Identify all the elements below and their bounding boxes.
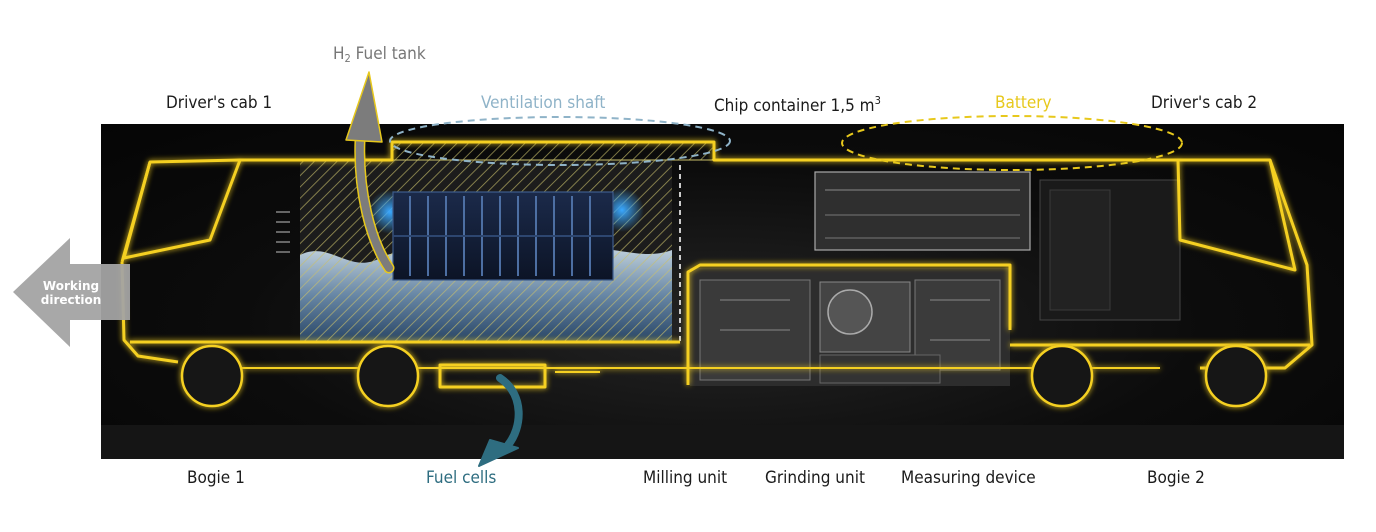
floor-reflection [101, 425, 1344, 459]
ventilation-shaft-outline [389, 116, 731, 166]
ventilation-shaft-label: Ventilation shaft [481, 93, 606, 113]
working-direction-line-1: Working [42, 279, 100, 293]
bogie-2-label: Bogie 2 [1147, 468, 1205, 488]
drivers-cab-2-label: Driver's cab 2 [1151, 93, 1258, 113]
bogie-1-wheels [180, 344, 420, 408]
working-direction-line-2: direction [40, 293, 102, 307]
fuel-cells-label: Fuel cells [426, 468, 497, 488]
working-direction-arrow [13, 238, 130, 347]
machinery-block [690, 268, 1010, 386]
grinding-unit-label: Grinding unit [765, 468, 865, 488]
drivers-cab-1-label: Driver's cab 1 [166, 93, 273, 113]
h2-fuel-tank-label: H2 Fuel tank [333, 44, 426, 65]
battery-label: Battery [995, 93, 1052, 113]
bogie-1-label: Bogie 1 [187, 468, 245, 488]
measuring-device-label: Measuring device [901, 468, 1036, 488]
chip-container-box [814, 171, 1031, 251]
working-direction-label: Working direction [34, 279, 108, 307]
bogie-2-wheels [1030, 344, 1268, 408]
chip-container-label: Chip container 1,5 m3 [714, 94, 881, 116]
vent-grille [276, 211, 290, 253]
rear-cab-body [1039, 179, 1181, 321]
milling-unit-label: Milling unit [643, 468, 728, 488]
fuel-cell-stack [368, 188, 644, 281]
battery-outline [841, 115, 1183, 171]
fuel-tank-arrow [345, 71, 395, 274]
fuel-cells-arrow [478, 374, 523, 467]
